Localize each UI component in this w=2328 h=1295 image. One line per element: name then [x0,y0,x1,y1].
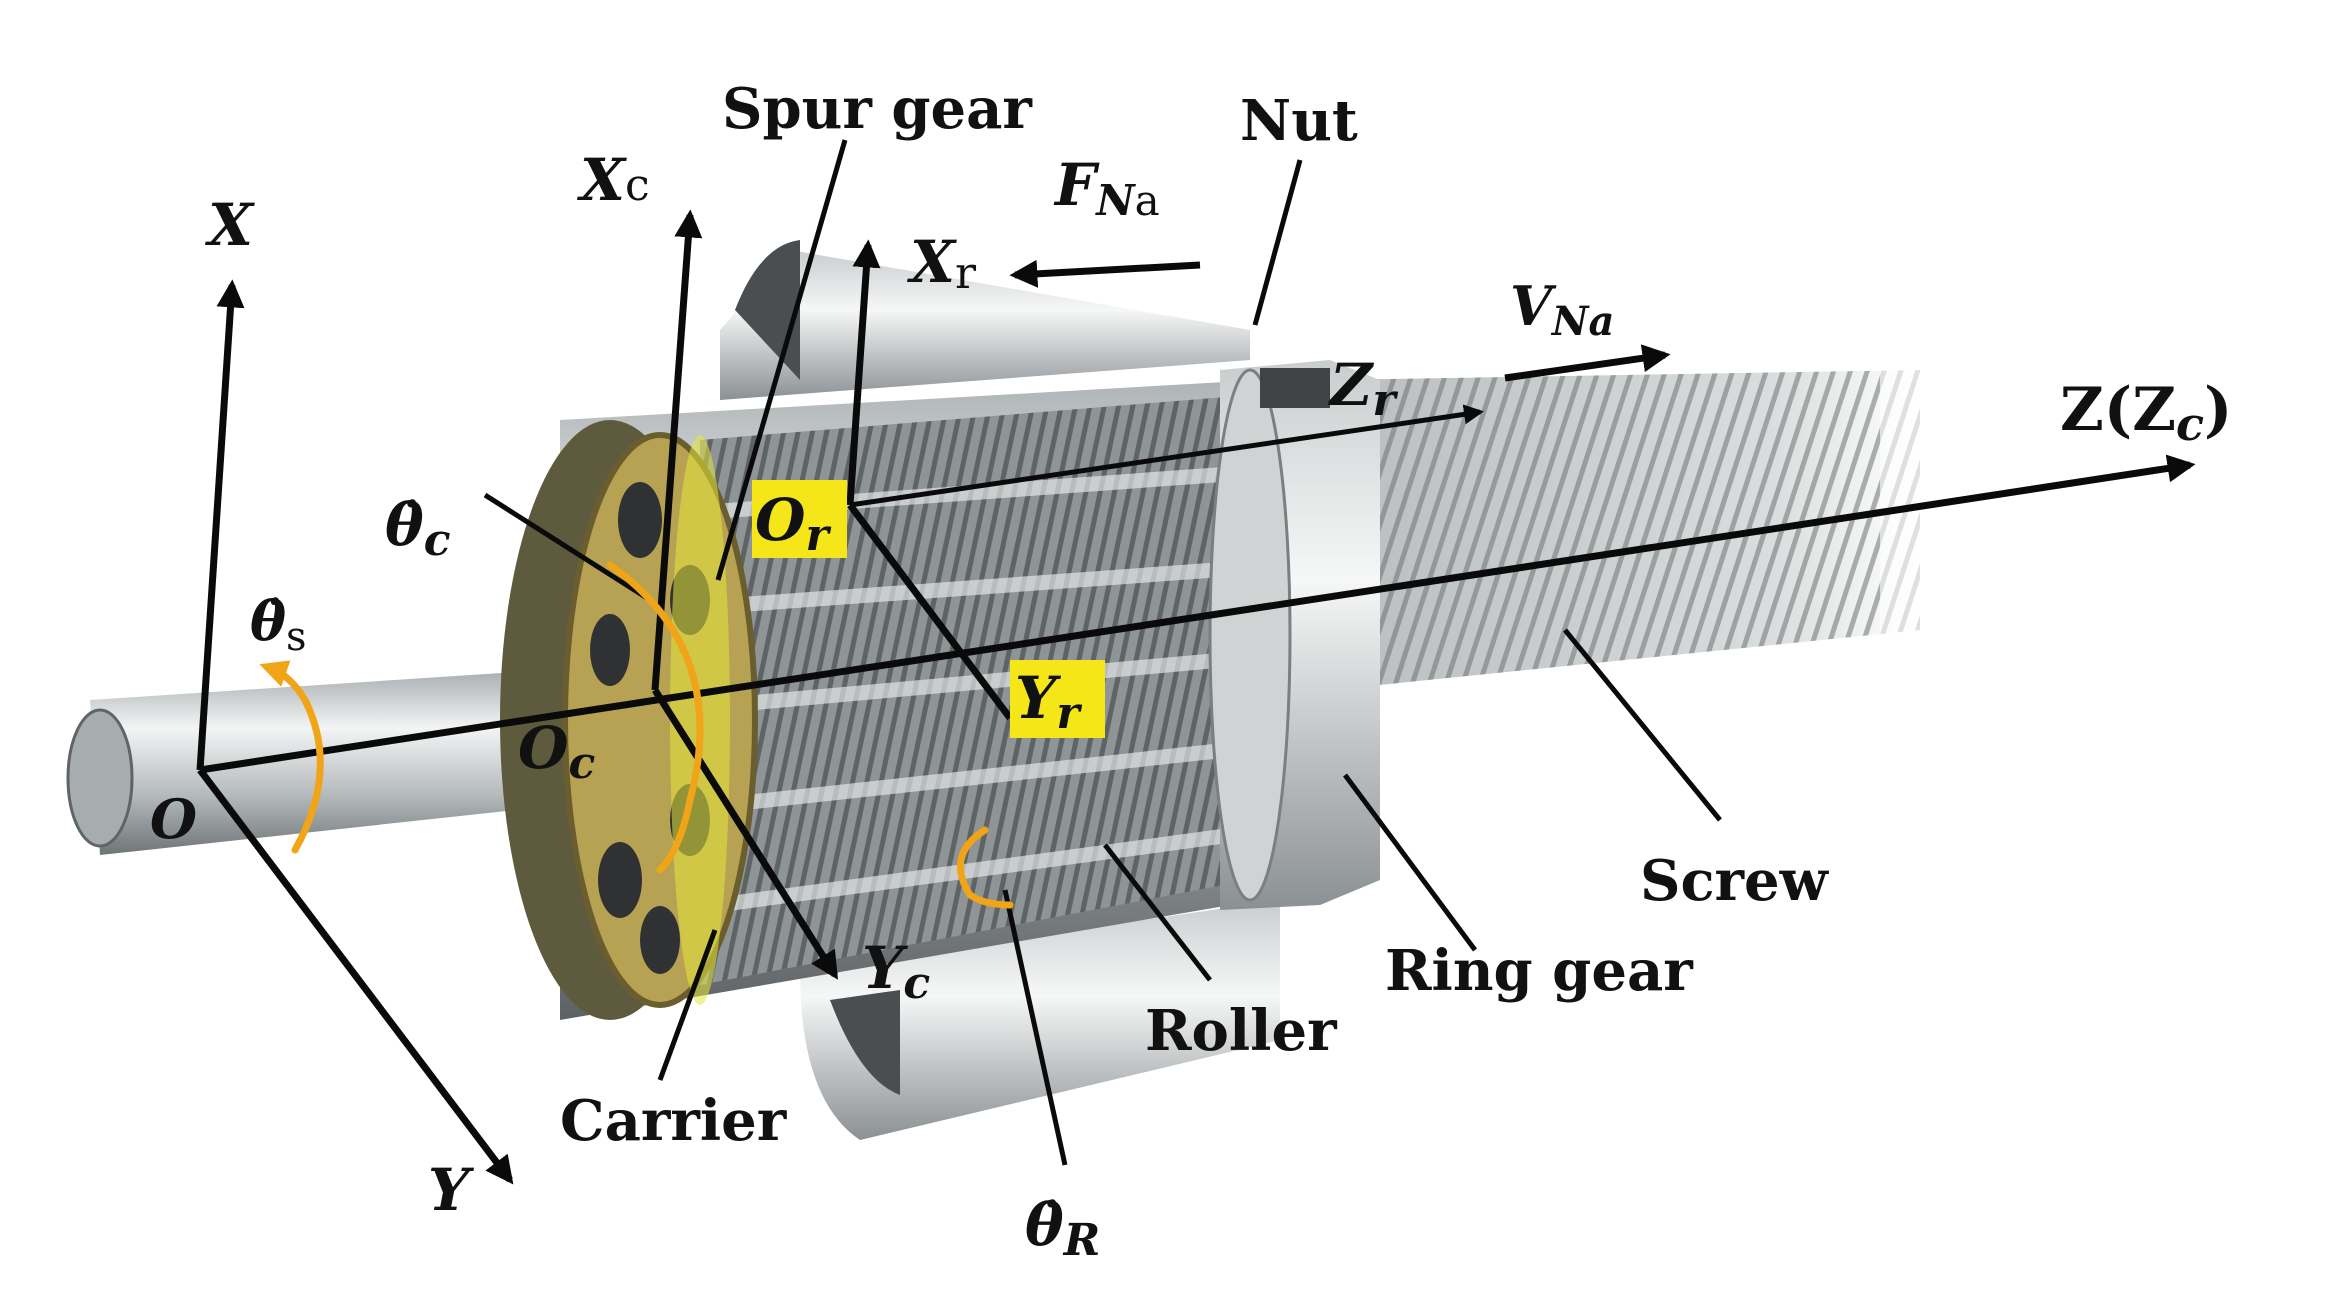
leader-lines [483,139,1722,1166]
nut-flange-top [720,250,1250,400]
label-ring-gear: Ring gear [1385,938,1694,1004]
leader-spur-gear [715,139,848,581]
label-theta-r: θ̇R [1025,1191,1100,1266]
yr-axis [847,502,1013,721]
label-screw: Screw [1640,848,1830,914]
label-z-zc: Z(Zc) [2060,375,2232,451]
rotation-arrows [259,561,1014,909]
label-zr: Zr [1328,351,1398,426]
label-x: X [204,191,255,259]
label-or: Or [755,486,832,561]
or-highlight [752,480,847,558]
label-carrier: Carrier [560,1088,788,1154]
shaft-end-face [66,708,134,848]
velocity-arrow [1504,344,1671,382]
leader-theta-c [483,492,652,603]
leader-ring-gear [1342,773,1478,952]
label-spur-gear: Spur gear [722,76,1033,142]
label-f-na: FNa [1053,151,1160,225]
label-v-na: VNa [1510,274,1614,345]
label-yc: Yc [862,934,930,1009]
label-nut: Nut [1240,88,1358,154]
z-axis-global [199,454,2196,774]
y-axis-global [197,767,514,1185]
theta-s-arc [259,660,324,854]
yc-axis [652,688,838,980]
force-arrow [1009,259,1201,288]
yr-highlight [1010,660,1105,738]
leader-carrier [657,929,718,1081]
zr-axis [849,404,1484,508]
axes-group [196,209,2196,1185]
label-oc: Oc [518,714,596,789]
label-o: O [150,787,197,851]
screw-thread [1330,370,1920,690]
leader-screw [1563,628,1722,822]
label-theta-s: θ̇s [250,589,307,660]
nut-flange-bottom [800,900,1280,1140]
leader-nut [1252,159,1303,326]
x-axis-global [196,279,245,771]
theta-r-arc [956,826,1014,909]
leader-theta-r [1002,889,1068,1166]
leader-roller [1103,843,1212,982]
label-yr: Yr [1015,664,1082,739]
label-theta-c: θ̇c [385,491,451,566]
theta-c-arc [606,561,704,874]
label-roller: Roller [1145,998,1338,1064]
label-xc: Xc [576,146,650,214]
label-xr: Xr [906,228,977,299]
label-y: Y [428,1156,475,1224]
xr-axis [846,239,881,506]
